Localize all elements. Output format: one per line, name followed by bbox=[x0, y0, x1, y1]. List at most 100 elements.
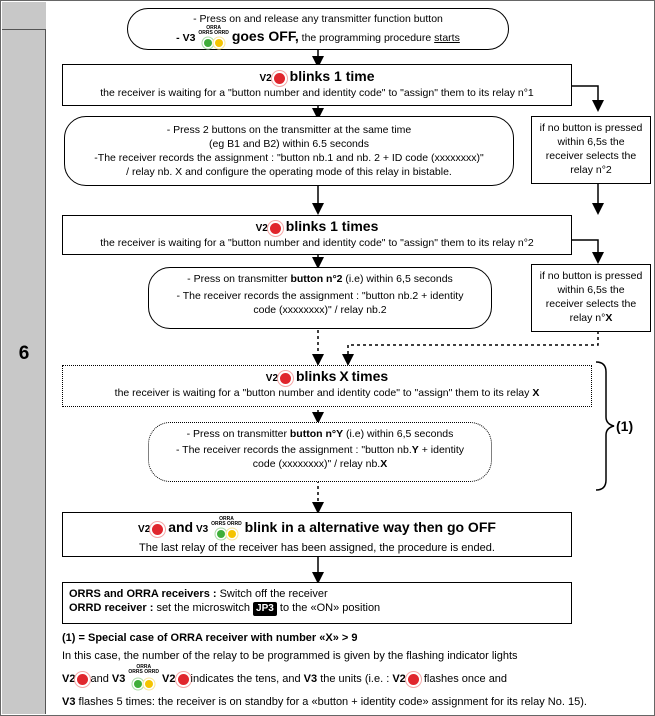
press-ny-line3: code (xxxxxxxx)" / relay nb.X bbox=[149, 457, 491, 471]
start-box: - Press on and release any transmitter f… bbox=[127, 8, 509, 50]
blinkx-desc: the receiver is waiting for a "button nu… bbox=[114, 387, 530, 399]
step-column bbox=[2, 2, 46, 714]
arrow-blink2-to-side2 bbox=[572, 239, 604, 264]
blinkx-desc-row: the receiver is waiting for a "button nu… bbox=[63, 386, 591, 400]
press-ny-l3a: code (xxxxxxxx)" / relay nb. bbox=[252, 458, 381, 470]
alt-box: V2 and V3 ORRA ORRS ORRD blink in a alte… bbox=[62, 512, 572, 557]
final-line1: ORRS and ORRA receivers : Switch off the… bbox=[69, 587, 565, 601]
final-l2c: to the «ON» position bbox=[279, 602, 381, 614]
press-ny-line1: - Press on transmitter button n°Y (i.e) … bbox=[149, 427, 491, 441]
green-led-icon bbox=[204, 39, 213, 48]
press-ny-l2a: - The receiver records the assignment : … bbox=[175, 444, 412, 456]
press2-line2: (eg B1 and B2) within 6.5 seconds bbox=[209, 138, 369, 150]
blinkx-desc-x: X bbox=[532, 387, 540, 399]
red-led-icon bbox=[152, 523, 164, 535]
final-l1a: ORRS and ORRA receivers : bbox=[69, 588, 217, 600]
press-n2-l1b: button n°2 bbox=[290, 273, 343, 285]
press2-line3: -The receiver records the assignment : "… bbox=[94, 152, 484, 164]
v3-tiny-bottom: ORRS ORRD bbox=[198, 30, 229, 36]
step-column-header bbox=[2, 2, 46, 30]
note-title: (1) = Special case of ORRA receiver with… bbox=[62, 632, 358, 644]
v2-label: V2 bbox=[392, 672, 406, 685]
yellow-led-icon bbox=[227, 530, 236, 539]
press-n2-line2: - The receiver records the assignment : … bbox=[176, 290, 464, 302]
start-line2: - V3 ORRA ORRS ORRD goes OFF, the progra… bbox=[128, 26, 508, 50]
v2-label: V2 bbox=[162, 672, 176, 685]
v3-tiny-top: ORRA bbox=[136, 664, 152, 670]
blinkx-title-row: V2 blinks X times bbox=[63, 369, 591, 386]
press-ny-line2: - The receiver records the assignment : … bbox=[149, 443, 491, 457]
press-ny-l3x: X bbox=[380, 458, 388, 470]
press2-line1: - Press 2 buttons on the transmitter at … bbox=[166, 124, 412, 136]
press-ny-l2y: Y bbox=[411, 444, 419, 456]
final-box: ORRS and ORRA receivers : Switch off the… bbox=[62, 582, 572, 624]
v2-label: V2 bbox=[265, 373, 279, 384]
v3-led-group: ORRA ORRS ORRD bbox=[211, 517, 242, 541]
final-l2a: ORRD receiver : bbox=[69, 602, 154, 614]
v3-tiny-bottom: ORRS ORRD bbox=[128, 669, 159, 675]
v3-label: - V3 bbox=[176, 31, 196, 44]
v3-tiny-bottom: ORRS ORRD bbox=[211, 521, 242, 527]
blinkx-title: blinks bbox=[295, 368, 337, 384]
v3-tiny-top: ORRA bbox=[206, 25, 221, 31]
red-led-icon bbox=[407, 673, 419, 685]
note-line4: V3 flashes 5 times: the receiver is on s… bbox=[62, 693, 652, 711]
v3-label: V3 bbox=[196, 523, 209, 535]
blink1-desc: the receiver is waiting for a "button nu… bbox=[100, 87, 534, 99]
red-led-icon bbox=[177, 673, 189, 685]
final-l2b: set the microswitch bbox=[156, 602, 250, 614]
v3-label: V3 bbox=[62, 696, 76, 708]
final-l1b: Switch off the receiver bbox=[219, 588, 328, 600]
yellow-led-icon bbox=[145, 680, 154, 689]
press-n2-l1a: - Press on transmitter bbox=[187, 273, 288, 285]
blink2-title-row: V2 blinks 1 times bbox=[63, 219, 571, 236]
v2-label: V2 bbox=[138, 523, 151, 535]
side2-box: if no button is pressed within 6,5s the … bbox=[531, 264, 651, 332]
red-led-icon bbox=[77, 673, 89, 685]
side2-x: X bbox=[605, 312, 613, 324]
green-led-icon bbox=[216, 530, 225, 539]
note-units: the units (i.e. : bbox=[320, 672, 390, 685]
starts-text: starts bbox=[434, 31, 460, 44]
blink1-title-row: V2 blinks 1 time bbox=[63, 69, 571, 86]
note-flashes-once: flashes once and bbox=[423, 672, 508, 685]
note-indicates: indicates the tens, and bbox=[190, 672, 301, 685]
v3-tiny-top: ORRA bbox=[219, 516, 234, 522]
arrow-blink1-to-side1 bbox=[572, 85, 604, 112]
press2-line4: / relay nb. X and configure the operatin… bbox=[126, 166, 452, 178]
press-n2-l1c: (i.e) within 6,5 seconds bbox=[345, 273, 453, 285]
blink2-box: V2 blinks 1 times the receiver is waitin… bbox=[62, 215, 572, 255]
press-ny-l1b: button n°Y bbox=[289, 428, 344, 440]
red-led-icon bbox=[273, 72, 285, 84]
press-ny-l1c: (i.e) within 6,5 seconds bbox=[346, 428, 454, 440]
alt-title-row: V2 and V3 ORRA ORRS ORRD blink in a alte… bbox=[63, 517, 571, 541]
press-n2-line3: code (xxxxxxxx)" / relay nb.2 bbox=[253, 304, 387, 316]
bracket-label: (1) bbox=[616, 418, 634, 434]
alt-title: blink in a alternative way then go OFF bbox=[244, 518, 496, 535]
note-last: flashes 5 times: the receiver is on stan… bbox=[78, 696, 587, 708]
blink2-title: blinks 1 times bbox=[285, 218, 379, 234]
start-line1: - Press on and release any transmitter f… bbox=[193, 13, 443, 25]
press-n2-box: - Press on transmitter button n°2 (i.e) … bbox=[148, 267, 492, 329]
blink1-box: V2 blinks 1 time the receiver is waiting… bbox=[62, 64, 572, 106]
jp3-badge: JP3 bbox=[253, 602, 277, 616]
side2-text: if no button is pressed within 6,5s the … bbox=[539, 270, 643, 324]
procedure-text: the programming procedure bbox=[301, 31, 432, 44]
press-ny-l1a: - Press on transmitter bbox=[186, 428, 287, 440]
step-number: 6 bbox=[18, 343, 30, 364]
red-led-icon bbox=[280, 372, 292, 384]
note-and: and bbox=[90, 672, 109, 685]
alt-desc: The last relay of the receiver has been … bbox=[139, 542, 495, 554]
yellow-led-icon bbox=[215, 39, 224, 48]
note-line3: V2 and V3 ORRA ORRS ORRD V2 indicates the … bbox=[62, 665, 652, 693]
v3-led-group: ORRA ORRS ORRD bbox=[128, 665, 159, 693]
press-ny-box: - Press on transmitter button n°Y (i.e) … bbox=[148, 422, 492, 482]
side1-box: if no button is pressed within 6,5s the … bbox=[531, 116, 651, 184]
v3-label: V3 bbox=[303, 672, 318, 685]
blink2-desc: the receiver is waiting for a "button nu… bbox=[100, 237, 534, 249]
side1-text: if no button is pressed within 6,5s the … bbox=[539, 122, 643, 176]
arrow-side2-to-blinkx bbox=[342, 331, 599, 366]
v2-label: V2 bbox=[259, 73, 272, 84]
blinkx-box: V2 blinks X times the receiver is waitin… bbox=[62, 365, 592, 407]
note-section: (1) = Special case of ORRA receiver with… bbox=[62, 629, 652, 711]
